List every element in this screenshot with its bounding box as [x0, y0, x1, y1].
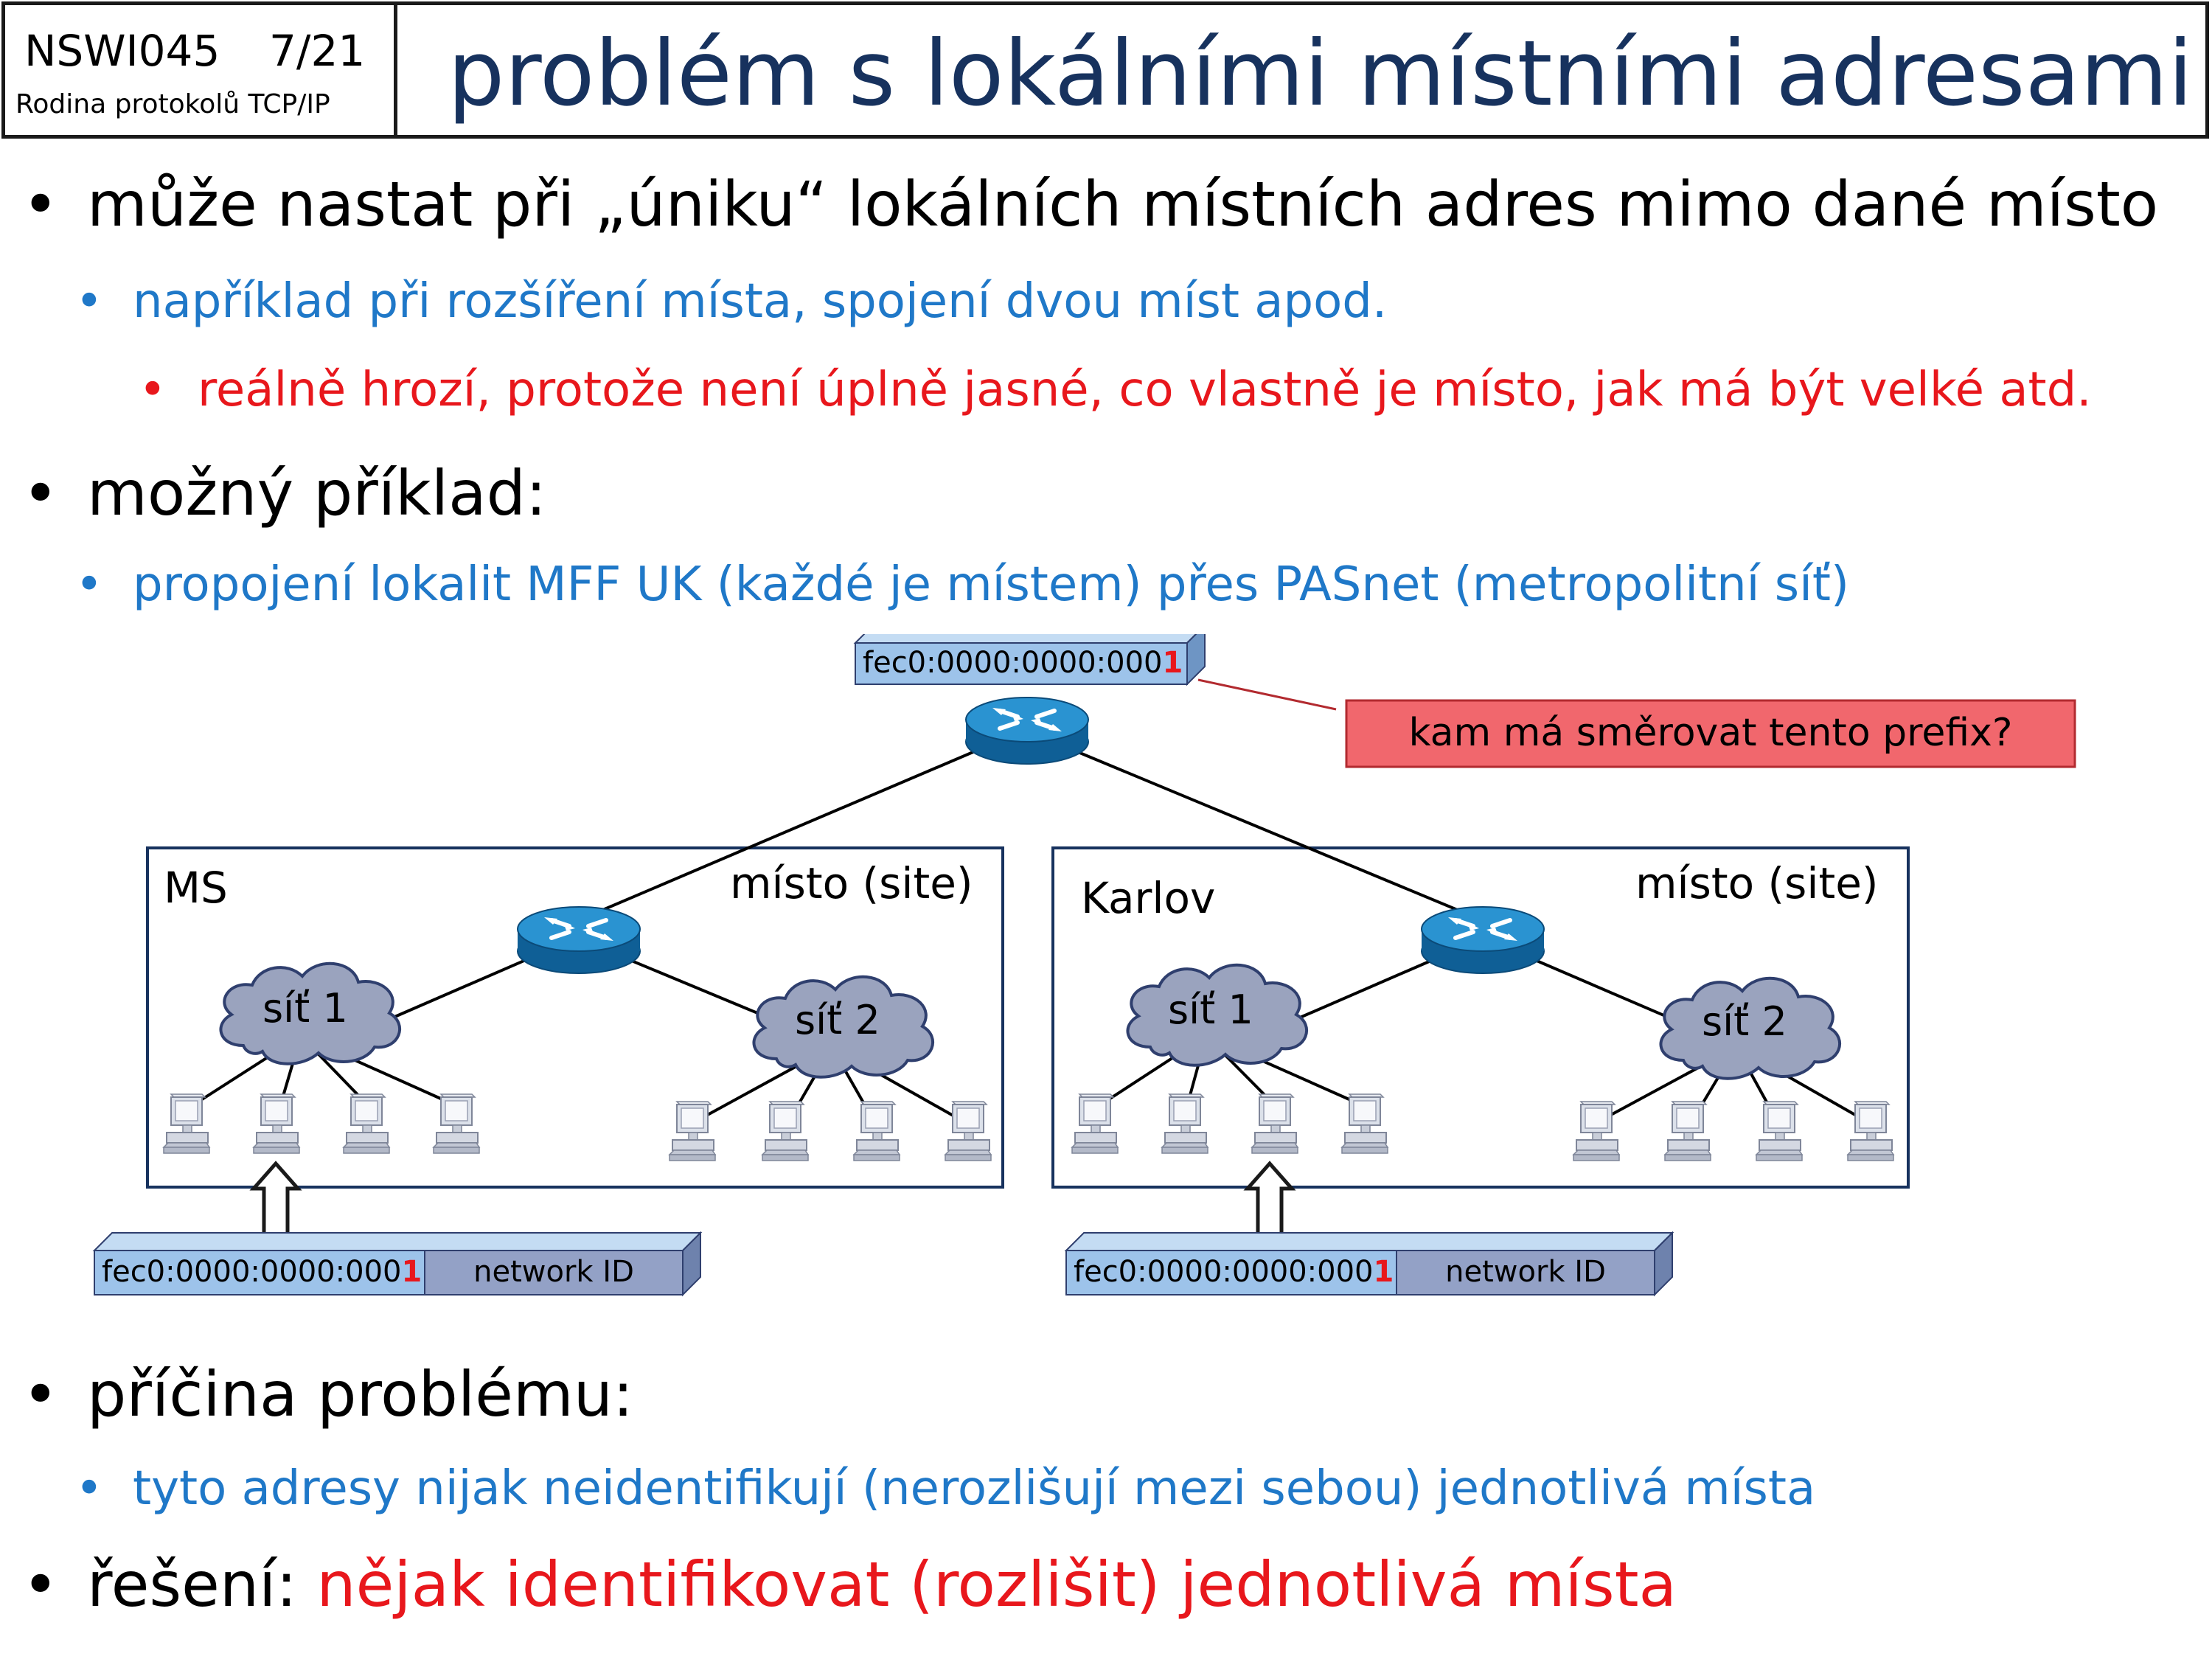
computer-icon: [1756, 1101, 1803, 1161]
bullet-3-text: příčina problému:: [87, 1358, 634, 1430]
bullet-3-1-text: tyto adresy nijak neidentifikují (nerozl…: [133, 1461, 1816, 1516]
address-box-karlov: [1065, 1250, 1397, 1295]
router-icon: [966, 698, 1088, 764]
bullet-2: • možný příklad:: [22, 457, 547, 529]
computer-icon: [1251, 1093, 1298, 1154]
bullet-dot-icon: •: [139, 363, 167, 417]
bullet-1: • může nastat při „úniku“ lokálních míst…: [22, 168, 2159, 240]
computer-icon: [1071, 1093, 1119, 1154]
site-name-ms: MS: [164, 863, 228, 913]
cloud-label: síť 1: [262, 985, 348, 1032]
router-icon: [1422, 907, 1544, 973]
bullet-3: • příčina problému:: [22, 1358, 634, 1430]
top-address-label: fec0:0000:0000:0001: [863, 646, 1183, 680]
callout-text: kam má směrovat tento prefix?: [1408, 711, 2013, 755]
bullet-dot-icon: •: [75, 557, 103, 612]
bullet-1-1-1-text: reálně hrozí, protože není úplně jasné, …: [198, 363, 2092, 417]
bullet-2-1: • propojení lokalit MFF UK (každé je mís…: [75, 557, 1849, 612]
site-box-ms: [146, 846, 1004, 1189]
up-arrow-icon: [249, 1161, 302, 1239]
computer-icon: [945, 1101, 992, 1161]
course-name: Rodina protokolů TCP/IP: [15, 89, 330, 119]
computer-icon: [1664, 1101, 1711, 1161]
link-core-karlov: [1024, 728, 1486, 923]
site-box-karlov: [1051, 846, 1910, 1189]
callout-connector: [1197, 678, 1337, 711]
network-id-label-karlov: network ID: [1445, 1255, 1606, 1289]
computer-icon: [1847, 1101, 1894, 1161]
network-id-box-ms: [424, 1250, 684, 1295]
site-label-karlov: místo (site): [1635, 858, 1879, 908]
top-address-box: [855, 642, 1188, 685]
bullet-dot-icon: •: [22, 168, 59, 240]
cloud-label: síť 1: [1168, 987, 1253, 1033]
bullet-3-1: • tyto adresy nijak neidentifikují (nero…: [75, 1461, 1816, 1516]
course-code: NSWI045: [24, 26, 220, 76]
computer-icon: [1341, 1093, 1388, 1154]
cloud-label: síť 2: [1702, 998, 1787, 1045]
network-id-label-ms: network ID: [473, 1255, 634, 1289]
network-id-box-karlov: [1396, 1250, 1655, 1295]
bullet-dot-icon: •: [75, 1461, 103, 1516]
bullet-1-1-text: například při rozšíření místa, spojení d…: [133, 274, 1388, 329]
computer-icon: [853, 1101, 900, 1161]
bullet-1-1-1: • reálně hrozí, protože není úplně jasné…: [139, 363, 2092, 417]
bullet-dot-icon: •: [22, 457, 59, 529]
bullet-4-text: řešení:: [87, 1548, 317, 1621]
bullet-2-1-text: propojení lokalit MFF UK (každé je míste…: [133, 557, 1849, 612]
slide-title: problém s lokálními místními adresami: [448, 21, 2194, 126]
computer-icon: [1161, 1093, 1208, 1154]
slide-number: 7/21: [269, 26, 366, 76]
site-label-ms: místo (site): [730, 858, 973, 908]
bullet-dot-icon: •: [22, 1358, 59, 1430]
up-arrow-icon: [1243, 1161, 1296, 1239]
address-label-ms: fec0:0000:0000:0001: [102, 1255, 422, 1289]
bullet-1-text: může nastat při „úniku“ lokálních místní…: [87, 168, 2159, 240]
computer-icon: [433, 1093, 480, 1154]
computer-icon: [762, 1101, 809, 1161]
bullet-1-1: • například při rozšíření místa, spojení…: [75, 274, 1388, 329]
bullet-2-text: možný příklad:: [87, 457, 547, 529]
slide-header: NSWI045 7/21 Rodina protokolů TCP/IP pro…: [1, 1, 2209, 139]
bullet-4: • řešení: nějak identifikovat (rozlišit)…: [22, 1548, 1677, 1621]
bullet-dot-icon: •: [22, 1548, 59, 1621]
computer-icon: [343, 1093, 390, 1154]
callout-box: [1345, 699, 2076, 768]
network-diagram: fec0:0000:0000:0001 kam má směrovat tent…: [0, 634, 2212, 1327]
site-name-karlov: Karlov: [1081, 873, 1216, 923]
link-core-ms: [574, 728, 1026, 923]
computer-icon: [253, 1093, 300, 1154]
computer-icon: [163, 1093, 210, 1154]
address-label-karlov: fec0:0000:0000:0001: [1074, 1255, 1394, 1289]
computer-icon: [1573, 1101, 1620, 1161]
computer-icon: [669, 1101, 716, 1161]
course-info-box: NSWI045 7/21 Rodina protokolů TCP/IP: [5, 5, 397, 135]
cloud-label: síť 2: [795, 997, 880, 1043]
router-icon: [518, 907, 640, 973]
bullet-4-highlight: nějak identifikovat (rozlišit) jednotliv…: [316, 1548, 1677, 1621]
address-box-ms: [94, 1250, 425, 1295]
bullet-dot-icon: •: [75, 274, 103, 329]
